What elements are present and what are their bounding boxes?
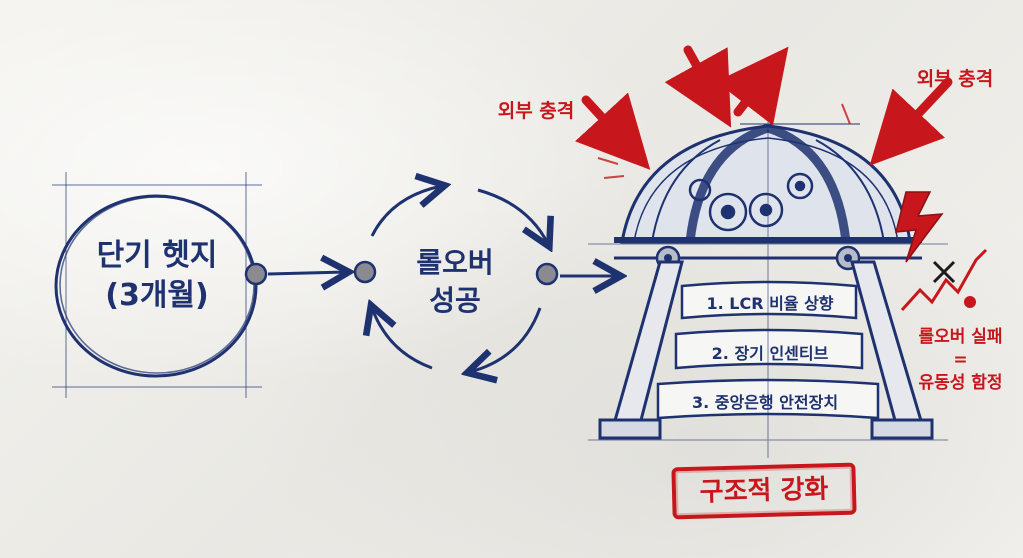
cross-icon xyxy=(932,260,956,284)
rollover-label: 롤오버 성공 xyxy=(375,244,535,320)
impact-marks xyxy=(597,103,909,179)
failure-line1: 롤오버 실패 xyxy=(918,327,1003,347)
support-legs xyxy=(598,260,934,440)
hedge-label-line1: 단기 헷지 xyxy=(96,238,218,273)
support-label-2: 2. 장기 인센티브 xyxy=(711,344,829,363)
shock-arrows xyxy=(575,45,953,170)
arrow-hedge-to-rollover xyxy=(267,272,346,274)
shock-label-left: 외부 충격 xyxy=(497,100,575,122)
failure-node xyxy=(964,296,976,308)
failure-line2: = xyxy=(953,350,968,370)
hedge-label: 단기 헷지 (3개월) xyxy=(62,236,252,316)
dome-structure xyxy=(614,123,922,260)
rollover-cycle-arrows xyxy=(372,186,548,372)
support-label-3: 3. 중앙은행 안전장치 xyxy=(691,393,839,412)
failure-line3: 유동성 함정 xyxy=(918,373,1003,393)
lightning-icon xyxy=(895,191,944,263)
hedge-node xyxy=(244,262,268,286)
rollover-node-left xyxy=(353,260,377,284)
rollover-label-line1: 롤오버 xyxy=(416,246,494,279)
structural-stamp: 구조적 강화 xyxy=(671,462,857,520)
hedge-frame xyxy=(52,172,262,398)
guide-lines xyxy=(588,112,948,458)
failure-arrow xyxy=(900,248,988,312)
gear-icon xyxy=(688,172,814,232)
failure-label: 롤오버 실패 = 유동성 함정 xyxy=(898,326,1023,395)
support-label-1: 1. LCR 비율 상향 xyxy=(706,294,834,313)
hedge-label-line2: (3개월) xyxy=(105,278,209,313)
rollover-label-line2: 성공 xyxy=(429,284,481,317)
shock-label-right: 외부 충격 xyxy=(916,68,994,90)
rollover-node-right xyxy=(535,262,559,286)
